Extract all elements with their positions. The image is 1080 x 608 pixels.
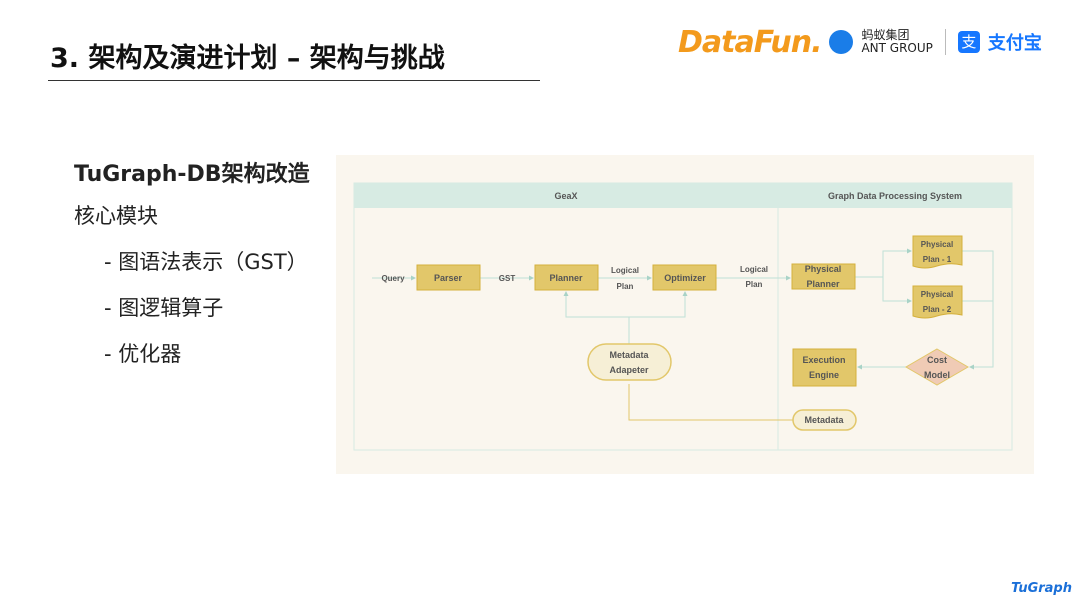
slide-title: 3. 架构及演进计划 – 架构与挑战 [50, 43, 445, 74]
execution-engine-box [792, 348, 857, 387]
cost-label: Cost [927, 355, 947, 365]
plan1-sub: Plan - 1 [923, 255, 952, 264]
plan1-label: Physical [921, 240, 953, 249]
parser-label: Parser [434, 273, 463, 283]
adapeter-label: Adapeter [609, 365, 649, 375]
planner-label: Planner [549, 273, 583, 283]
physical-plan-1 [912, 235, 963, 269]
content-heading: TuGraph-DB架构改造 [74, 162, 310, 187]
plan-label: Plan [746, 280, 763, 289]
ant-logo-icon [829, 30, 854, 54]
metadata-label: Metadata [804, 415, 844, 425]
list-item: - 优化器 [104, 342, 182, 366]
parser-box [416, 264, 481, 291]
optimizer-label: Optimizer [664, 273, 706, 283]
query-label: Query [381, 274, 405, 283]
ant-cn: 蚂蚁集团 [861, 28, 910, 42]
engine-label: Engine [809, 370, 839, 380]
execution-label: Execution [802, 355, 845, 365]
connectors [372, 248, 994, 370]
physical-planner-label: Physical [805, 264, 842, 274]
optimizer-box [652, 264, 717, 291]
lane-geax: GeaX [554, 191, 577, 201]
metadata-adapter-label: Metadata [609, 350, 649, 360]
physical-planner-sub: Planner [806, 279, 840, 289]
physical-planner-box [791, 263, 856, 290]
model-label: Model [924, 370, 950, 380]
plan-label: Plan [617, 282, 634, 291]
cost-model-diamond [905, 348, 969, 386]
datafun-logo: DataFun. [678, 24, 822, 60]
title-divider [48, 80, 540, 81]
ant-en: ANT GROUP [861, 41, 933, 55]
content-sub: 核心模块 [74, 204, 158, 228]
plan2-label: Physical [921, 290, 953, 299]
logo-separator [944, 29, 946, 55]
lane-gdps: Graph Data Processing System [828, 191, 962, 201]
plan2-sub: Plan - 2 [923, 305, 952, 314]
planner-box [534, 264, 599, 291]
logical-label: Logical [740, 265, 768, 274]
tugraph-logo: TuGraph [1011, 581, 1072, 596]
gst-label: GST [499, 274, 516, 283]
list-item: - 图语法表示（GST） [104, 250, 308, 274]
alipay-icon: 支 [957, 31, 980, 53]
metadata-connector [628, 384, 793, 421]
metadata-adapter-pill [587, 343, 672, 381]
physical-plan-2 [912, 285, 963, 319]
list-item: - 图逻辑算子 [104, 296, 224, 320]
alipay-logo: 支付宝 [987, 33, 1042, 54]
metadata-pill [792, 409, 857, 431]
logical-label: Logical [611, 266, 639, 275]
lane-header [354, 183, 1012, 208]
content-list: TuGraph-DB架构改造 核心模块 - 图语法表示（GST） - 图逻辑算子… [74, 156, 310, 384]
